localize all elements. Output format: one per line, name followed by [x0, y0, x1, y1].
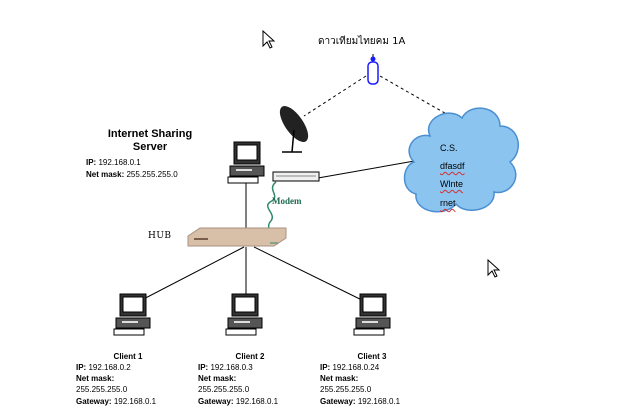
client-2-mask-label: Net mask:	[198, 373, 236, 384]
server-title-line2: Server	[132, 141, 168, 153]
hub-client3-line	[253, 246, 373, 306]
client-1-ip-value: 192.168.0.2	[88, 363, 131, 372]
client-2-title: Client 2	[235, 352, 265, 361]
client-3-ip-label: IP:	[320, 363, 331, 372]
modem-icon	[272, 171, 320, 182]
modem-label: Modem	[272, 196, 302, 206]
client-3-gateway-label: Gateway:	[320, 397, 356, 406]
server-ip-value: 192.168.0.1	[98, 158, 141, 167]
client-3-title: Client 3	[357, 352, 387, 361]
hub-client1-line	[131, 246, 245, 306]
client-1-mask-value: 255.255.255.0	[76, 385, 128, 394]
satellite-label: ดาวเทียมไทยคม 1A	[318, 36, 406, 47]
server-mask-value: 255.255.255.0	[126, 170, 178, 179]
client-2-gateway-label: Gateway:	[198, 397, 234, 406]
cloud-text-3: Wlnte	[440, 179, 464, 189]
client-2-gateway: Gateway: 192.168.0.1	[198, 396, 278, 407]
client-3-gateway: Gateway: 192.168.0.1	[320, 396, 400, 407]
server-title: Internet Sharing Server	[90, 128, 210, 154]
cloud-text-1: C.S.	[440, 143, 458, 153]
client-2-ip-label: IP:	[198, 363, 209, 372]
client-2-gateway-value: 192.168.0.1	[235, 397, 279, 406]
cloud-text-4: rnet	[440, 198, 456, 208]
client-3-ip-value: 192.168.0.24	[332, 363, 380, 372]
client-3-mask-label: Net mask:	[320, 373, 358, 384]
client-1-title: Client 1	[113, 352, 143, 361]
server-title-line1: Internet Sharing	[107, 128, 193, 140]
satellite-cloud-link	[379, 75, 451, 117]
server-ip-label: IP:	[86, 158, 97, 167]
server-ip: IP: 192.168.0.1	[86, 157, 141, 168]
client-2-mask-label-text: Net mask:	[198, 374, 237, 383]
client-2-mask-value: 255.255.255.0	[198, 385, 250, 394]
client-1-gateway-value: 192.168.0.1	[113, 397, 157, 406]
client-1-gateway: Gateway: 192.168.0.1	[76, 396, 156, 407]
cursor-icon	[487, 259, 501, 278]
client-2-ip: IP: 192.168.0.3	[198, 362, 253, 373]
server-mask-label: Net mask:	[86, 170, 125, 179]
cloud-text-2: dfasdf	[440, 161, 465, 171]
client-3-mask-value: 255.255.255.0	[320, 385, 372, 394]
client-2-ip-value: 192.168.0.3	[210, 363, 253, 372]
client-3-mask-label-text: Net mask:	[320, 374, 359, 383]
client-1-ip-label: IP:	[76, 363, 87, 372]
computer-icon	[113, 293, 151, 336]
cloud-icon	[403, 107, 520, 213]
satellite-dish-link	[303, 75, 367, 117]
client-1-ip: IP: 192.168.0.2	[76, 362, 131, 373]
server-mask: Net mask: 255.255.255.0	[86, 169, 178, 180]
cursor-icon	[262, 30, 276, 49]
computer-icon	[227, 141, 265, 184]
client-1-mask-label-text: Net mask:	[76, 374, 115, 383]
satellite-icon	[367, 54, 379, 85]
client-1-mask-label: Net mask:	[76, 373, 114, 384]
modem-cloud-line	[317, 159, 421, 179]
dish-icon	[279, 106, 309, 153]
computer-icon	[353, 293, 391, 336]
client-3-gateway-value: 192.168.0.1	[357, 397, 401, 406]
client-3-ip: IP: 192.168.0.24	[320, 362, 379, 373]
computer-icon	[225, 293, 263, 336]
hub-label: HUB	[148, 231, 172, 241]
hub-icon	[187, 227, 287, 247]
client-1-gateway-label: Gateway:	[76, 397, 112, 406]
